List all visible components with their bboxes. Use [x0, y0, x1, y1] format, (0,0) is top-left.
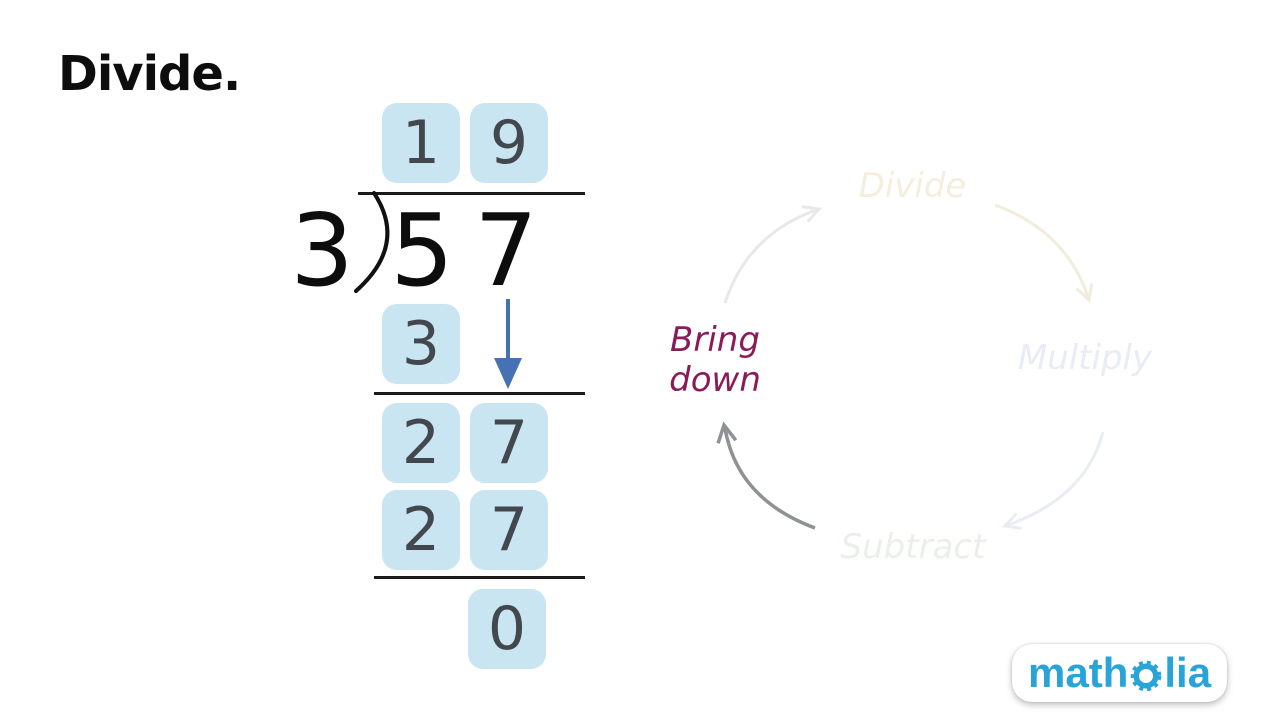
logo-text-end: lia [1164, 649, 1212, 696]
work-row2-digit-tens: 2 [401, 408, 441, 478]
cycle-step-subtract: Subtract [840, 527, 986, 567]
divisor-digit: 3 [290, 192, 354, 309]
remainder-digit-box: 0 [468, 589, 546, 669]
quotient-digit-ones: 9 [489, 108, 529, 178]
dividend-digit-tens: 5 [390, 192, 454, 309]
work-row2-digit-ones: 7 [489, 408, 529, 478]
bring-down-label-line2: down [669, 360, 761, 400]
work-row1-digit: 3 [401, 309, 441, 379]
work-row3-digit-ones: 7 [489, 495, 529, 565]
remainder-digit: 0 [487, 594, 527, 664]
bring-down-label-line1: Bring [670, 320, 760, 360]
division-bar [358, 192, 585, 195]
work-row3-digit-tens: 2 [401, 495, 441, 565]
quotient-digit-tens: 1 [401, 108, 441, 178]
cycle-arrow-multiply-to-subtract-icon [1002, 431, 1105, 530]
work-digit-box: 7 [470, 403, 548, 483]
cycle-arrow-divide-to-multiply-icon [994, 203, 1094, 304]
cycle-step-multiply: Multiply [1017, 338, 1153, 378]
quotient-digit-box: 1 [382, 103, 460, 183]
bring-down-arrow-icon [494, 299, 522, 389]
page-title: Divide. [58, 46, 241, 102]
cycle-arrow-bringdown-to-divide-icon [723, 205, 822, 304]
cycle-arrow-subtract-to-bringdown-icon [716, 421, 816, 530]
gear-icon [1131, 660, 1162, 692]
matholia-logo: math lia [1012, 644, 1228, 702]
bring-down-label: Bring down [656, 320, 774, 400]
division-bracket [354, 191, 390, 293]
subtraction-line-2 [374, 576, 585, 579]
logo-text-start: math [1028, 649, 1129, 696]
dividend-digit-ones: 7 [474, 192, 538, 309]
work-digit-box: 2 [382, 490, 460, 570]
work-digit-box: 3 [382, 304, 460, 384]
work-digit-box: 7 [470, 490, 548, 570]
subtraction-line-1 [374, 392, 585, 395]
quotient-digit-box: 9 [470, 103, 548, 183]
work-digit-box: 2 [382, 403, 460, 483]
cycle-step-divide: Divide [858, 166, 967, 206]
